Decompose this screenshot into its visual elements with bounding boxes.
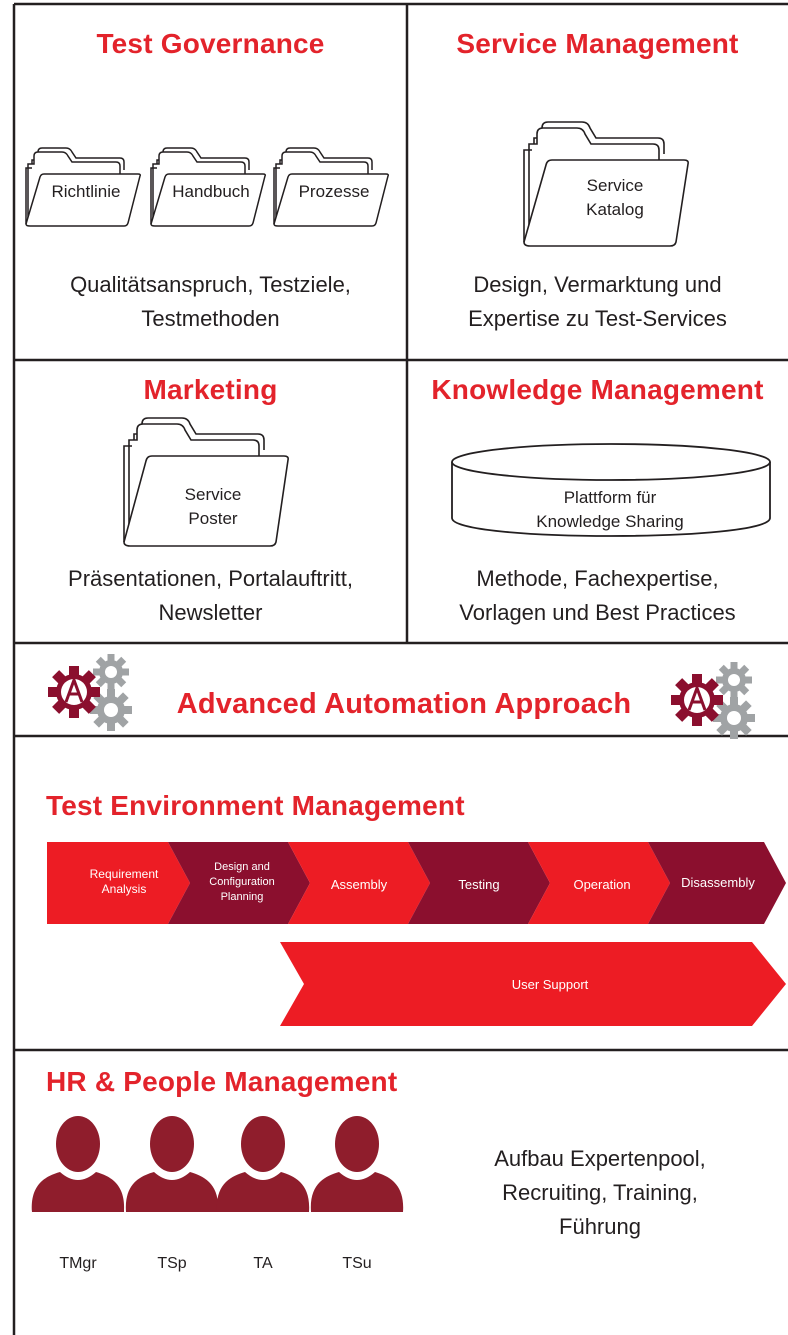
folder-label-line: Katalog xyxy=(586,200,644,219)
user-support-bar: User Support xyxy=(280,942,786,1026)
hr-description: Aufbau Expertenpool, Recruiting, Trainin… xyxy=(440,1142,760,1244)
folder-icon xyxy=(273,147,389,227)
folder-label: Richtlinie xyxy=(51,182,121,201)
folder-label-line: Service xyxy=(586,176,644,195)
folder-icon xyxy=(123,417,289,547)
automation-title: Advanced Automation Approach xyxy=(176,688,632,720)
service-management-description: Design, Vermarktung und Expertise zu Tes… xyxy=(407,268,788,336)
database-icon xyxy=(451,443,771,537)
person-icon xyxy=(125,1116,219,1212)
process-step-label: Testing xyxy=(458,877,499,892)
process-step-label: Disassembly xyxy=(681,875,755,890)
knowledge-management-description: Methode, Fachexpertise, Vorlagen und Bes… xyxy=(407,562,788,630)
process-step-disassembly xyxy=(648,842,786,924)
folder-icon xyxy=(523,121,689,247)
folder-label-line: Service xyxy=(184,485,242,504)
process-step-label: Assembly xyxy=(331,877,388,892)
person-icon xyxy=(216,1116,310,1212)
folder-icon xyxy=(25,147,141,227)
folder-label-line: Poster xyxy=(188,509,238,528)
folder-label: Service Poster xyxy=(158,483,268,531)
hr-title: HR & People Management xyxy=(46,1066,398,1097)
user-support-label: User Support xyxy=(512,977,589,992)
description-line: Methode, Fachexpertise, xyxy=(476,566,719,591)
process-step-assembly xyxy=(288,842,430,924)
process-chevrons: Requirement Analysis Design and Configur… xyxy=(47,842,786,924)
marketing-title: Marketing xyxy=(143,374,278,405)
folder-label: Handbuch xyxy=(172,182,250,201)
gears-icon xyxy=(671,662,755,739)
process-step-label: Planning xyxy=(221,891,264,903)
process-step-label: Operation xyxy=(573,877,630,892)
process-step-operation xyxy=(528,842,670,924)
process-step-label: Configuration xyxy=(209,876,274,888)
database-label-line: Plattform für xyxy=(563,488,657,507)
person-label: TSp xyxy=(157,1255,187,1272)
folder-label: Service Katalog xyxy=(560,174,670,222)
database-label: Plattform für Knowledge Sharing xyxy=(460,486,760,534)
process-step-label: Design and xyxy=(214,861,270,873)
tem-title: Test Environment Management xyxy=(46,790,465,821)
user-support-arrow xyxy=(280,942,786,1026)
description-line: Führung xyxy=(559,1214,641,1239)
process-step-design-planning xyxy=(168,842,310,924)
governance-description: Qualitätsanspruch, Testziele, Testmethod… xyxy=(14,268,407,336)
gears-icon xyxy=(48,654,132,731)
folder-icon xyxy=(150,147,266,227)
description-line: Newsletter xyxy=(158,600,263,625)
governance-title: Test Governance xyxy=(96,28,325,59)
person-label: TMgr xyxy=(59,1255,97,1272)
service-management-title: Service Management xyxy=(456,28,739,59)
description-line: Expertise zu Test-Services xyxy=(468,306,727,331)
process-step-testing xyxy=(408,842,550,924)
process-step-requirement-analysis xyxy=(47,842,190,924)
description-line: Aufbau Expertenpool, xyxy=(494,1146,706,1171)
person-label: TA xyxy=(253,1255,273,1272)
description-line: Testmethoden xyxy=(141,306,280,331)
description-line: Design, Vermarktung und xyxy=(473,272,722,297)
description-line: Vorlagen und Best Practices xyxy=(459,600,736,625)
marketing-description: Präsentationen, Portalauftritt, Newslett… xyxy=(14,562,407,630)
process-step-label: Requirement xyxy=(90,867,159,881)
database-label-line: Knowledge Sharing xyxy=(536,512,684,531)
knowledge-management-title: Knowledge Management xyxy=(431,374,764,405)
process-step-label: Analysis xyxy=(102,882,147,896)
folder-label: Prozesse xyxy=(298,182,370,201)
person-label: TSu xyxy=(342,1255,372,1272)
description-line: Recruiting, Training, xyxy=(502,1180,698,1205)
person-icon xyxy=(31,1116,125,1212)
description-line: Präsentationen, Portalauftritt, xyxy=(68,566,353,591)
person-icon xyxy=(310,1116,404,1212)
description-line: Qualitätsanspruch, Testziele, xyxy=(70,272,351,297)
